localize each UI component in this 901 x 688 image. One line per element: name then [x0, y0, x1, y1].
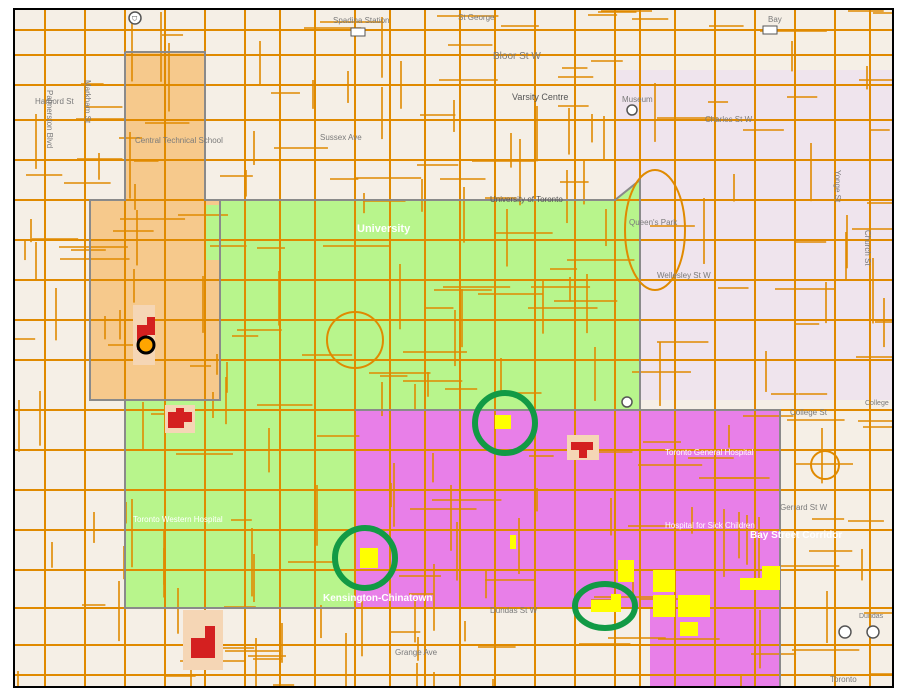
subway-icon[interactable] — [866, 625, 880, 639]
highlight-circle[interactable] — [572, 581, 638, 631]
map-labels: Spadina Station St George Bay Bloor St W… — [35, 13, 889, 684]
svg-text:⛉: ⛉ — [132, 15, 138, 23]
yellow-building — [495, 415, 511, 429]
label-sick-children: Hospital for Sick Children — [665, 521, 755, 530]
yellow-building — [653, 595, 675, 617]
label-gerrard: Gerrard St W — [780, 503, 828, 512]
map-canvas[interactable]: ⛉ Spadina Station St George Bay Bloor St… — [15, 10, 892, 686]
label-college: College St — [790, 408, 828, 417]
yellow-building — [680, 622, 698, 636]
label-college-right: College — [865, 400, 889, 407]
park-features — [326, 169, 840, 480]
label-church: Church St — [863, 230, 872, 266]
yellow-building — [653, 570, 675, 592]
orange-zone — [90, 52, 220, 400]
station-marker[interactable] — [136, 335, 156, 355]
red-building — [191, 626, 215, 658]
label-grange: Grange Ave — [395, 648, 438, 657]
small-circle — [810, 450, 840, 480]
orange-boundary — [89, 51, 221, 401]
yellow-building — [360, 548, 378, 568]
label-kensington: Kensington-Chinatown — [323, 593, 432, 604]
highlight-circles — [332, 390, 638, 631]
label-palmerston: Palmerston Blvd — [45, 90, 54, 148]
label-dundas: Dundas St W — [490, 606, 538, 615]
label-markham: Markham St — [83, 80, 92, 124]
red-building — [168, 408, 192, 428]
yellow-building — [618, 560, 634, 582]
subway-icon[interactable] — [621, 396, 633, 408]
purple-boundary — [355, 409, 781, 686]
label-wellesley: Wellesley St W — [657, 271, 711, 280]
label-varsity: Varsity Centre — [512, 92, 568, 102]
label-st-george: St George — [458, 13, 495, 22]
map-frame: ⛉ Spadina Station St George Bay Bloor St… — [13, 8, 894, 688]
subway-icon[interactable] — [626, 104, 638, 116]
highlight-circle[interactable] — [332, 525, 398, 591]
subway-icon[interactable] — [350, 27, 366, 37]
yellow-building — [591, 594, 621, 612]
label-toronto-right: Toronto — [830, 675, 857, 684]
label-queens-park: Queen's Park — [629, 218, 678, 227]
label-bay: Bay — [768, 15, 782, 24]
park-ellipse — [624, 169, 686, 291]
yellow-building — [740, 566, 780, 590]
yellow-building — [510, 535, 516, 549]
subway-icon[interactable] — [838, 625, 852, 639]
subway-icon[interactable]: ⛉ — [128, 11, 142, 25]
queens-park-circle — [326, 311, 384, 369]
label-bloor: Bloor St W — [493, 51, 541, 62]
label-university: University — [357, 223, 411, 235]
label-spadina-station: Spadina Station — [333, 16, 390, 25]
label-university-of-toronto: University of Toronto — [490, 195, 563, 204]
zone-boundaries — [89, 51, 781, 686]
yellow-building — [678, 595, 710, 617]
label-harbord: Harbord St — [35, 97, 74, 106]
label-sussex: Sussex Ave — [320, 133, 362, 142]
label-charles: Charles St W — [705, 115, 753, 124]
highlight-circle[interactable] — [472, 390, 538, 456]
green-lower-boundary — [124, 400, 355, 609]
label-dundas-right: Dundas — [859, 613, 884, 620]
label-museum: Museum — [622, 95, 653, 104]
label-toronto-general: Toronto General Hospital — [665, 448, 754, 457]
transit-icons: ⛉ — [128, 11, 880, 639]
orange-dot-icon[interactable] — [136, 335, 156, 355]
zones-layer — [90, 52, 892, 686]
label-toronto-western: Toronto Western Hospital — [133, 515, 223, 524]
red-building — [571, 442, 593, 458]
label-yonge: Yonge St — [833, 170, 842, 203]
subway-icon[interactable] — [762, 25, 778, 35]
label-bay-street: Bay Street Corridor — [750, 530, 842, 541]
label-central-tech: Central Technical School — [135, 136, 223, 145]
green-boundary — [220, 177, 641, 410]
